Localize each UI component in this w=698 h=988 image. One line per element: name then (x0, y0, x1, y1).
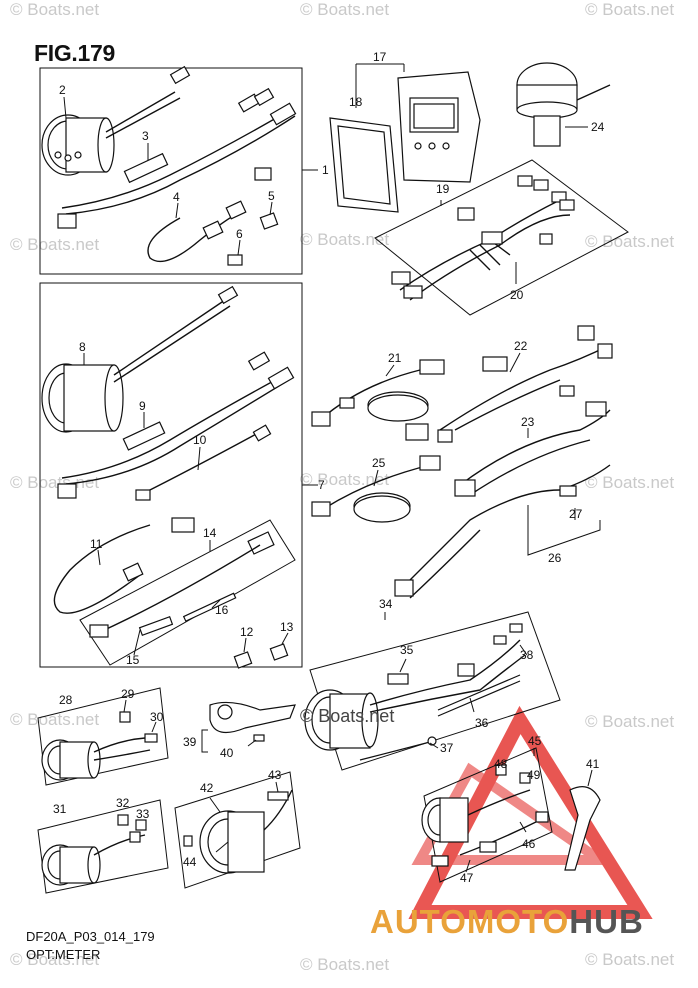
center-watermark: © Boats.net (300, 706, 395, 726)
callout-15: 15 (126, 653, 140, 667)
watermark: © Boats.net (10, 473, 100, 492)
callout-43: 43 (268, 768, 282, 782)
watermark: © Boats.net (585, 950, 675, 969)
watermark: © Boats.net (300, 230, 390, 249)
callout-39: 39 (183, 735, 197, 749)
callout-26: 26 (548, 551, 562, 565)
group-box-28 (37, 687, 169, 786)
brand-logo: AUTOMOTOHUB (370, 903, 644, 941)
callout-16: 16 (215, 603, 229, 617)
callout-33: 33 (136, 807, 150, 821)
plug-part (269, 643, 289, 661)
group-frame (174, 771, 301, 889)
group-frame (39, 67, 303, 275)
figure-title: FIG.179 (34, 40, 115, 66)
group-box-19 (374, 159, 629, 316)
callout-49: 49 (527, 768, 541, 782)
callout-4: 4 (173, 190, 180, 204)
callout-11: 11 (90, 537, 103, 551)
callout-32: 32 (116, 796, 130, 810)
group-box-1 (39, 65, 318, 275)
brand-part2: HUB (569, 903, 644, 940)
figure-name: OPT:METER (26, 947, 101, 962)
cable-set-right (311, 325, 613, 599)
gauge-part (41, 65, 191, 176)
harness-part (57, 87, 297, 229)
callout-17: 17 (373, 50, 387, 64)
group-frame (374, 159, 629, 316)
callout-21: 21 (388, 351, 402, 365)
watermark: © Boats.net (300, 470, 390, 489)
multi-function-display (329, 63, 481, 213)
plug-part (227, 254, 243, 266)
callout-23: 23 (521, 415, 535, 429)
callout-25: 25 (372, 456, 386, 470)
watermark: © Boats.net (10, 0, 100, 19)
group-box-34 (304, 611, 561, 771)
group-box-7 (39, 282, 318, 669)
callout-8: 8 (79, 340, 86, 354)
watermark: © Boats.net (585, 0, 675, 19)
callout-48: 48 (494, 757, 508, 771)
callout-10: 10 (193, 433, 207, 447)
callout-20: 20 (510, 288, 524, 302)
callout-30: 30 (150, 710, 164, 724)
callout-45: 45 (528, 734, 542, 748)
callout-40: 40 (220, 746, 234, 760)
callout-37: 37 (440, 741, 454, 755)
callout-35: 35 (400, 643, 414, 657)
callout-5: 5 (268, 189, 275, 203)
callout-44: 44 (183, 855, 197, 869)
callout-34: 34 (379, 597, 393, 611)
callout-24: 24 (591, 120, 605, 134)
callout-19: 19 (436, 182, 450, 196)
callout-6: 6 (236, 227, 243, 241)
gps-sensor (516, 62, 611, 147)
callout-22: 22 (514, 339, 528, 353)
group-frame (423, 747, 553, 883)
plug-part (233, 651, 253, 669)
group-box-31 (37, 799, 169, 894)
plug-part (259, 212, 279, 230)
watermark: © Boats.net (10, 235, 100, 254)
watermark: © Boats.net (10, 710, 100, 729)
cable-part (147, 200, 247, 263)
watermark: © Boats.net (10, 950, 100, 969)
callout-12: 12 (240, 625, 254, 639)
throttle-part (201, 701, 296, 753)
subgroup-frame (79, 519, 296, 666)
callout-3: 3 (142, 129, 149, 143)
group-box-45 (421, 747, 601, 883)
callout-27: 27 (569, 507, 583, 521)
callout-numbers: 1 2 3 4 5 6 7 8 9 10 11 12 13 14 15 16 1… (53, 50, 605, 885)
callout-41: 41 (586, 757, 600, 771)
watermark: © Boats.net (300, 955, 390, 974)
callout-38: 38 (520, 648, 534, 662)
callout-36: 36 (475, 716, 489, 730)
watermark: © Boats.net (585, 473, 675, 492)
watermark: © Boats.net (585, 232, 675, 251)
watermark: © Boats.net (300, 0, 390, 19)
callout-28: 28 (59, 693, 73, 707)
watermark: © Boats.net (585, 712, 675, 731)
callout-7: 7 (318, 478, 325, 492)
group-box-42 (174, 771, 301, 889)
callout-9: 9 (139, 399, 146, 413)
callout-47: 47 (460, 871, 474, 885)
callout-46: 46 (522, 837, 536, 851)
callout-13: 13 (280, 620, 294, 634)
callout-29: 29 (121, 687, 135, 701)
callout-18: 18 (349, 95, 363, 109)
callout-14: 14 (203, 526, 217, 540)
callout-31: 31 (53, 802, 67, 816)
callout-1: 1 (322, 163, 329, 177)
callout-2: 2 (59, 83, 66, 97)
callout-42: 42 (200, 781, 214, 795)
figure-code: DF20A_P03_014_179 (26, 929, 155, 944)
group-frame (39, 282, 303, 668)
brand-part1: AUTOMOTO (370, 903, 570, 940)
